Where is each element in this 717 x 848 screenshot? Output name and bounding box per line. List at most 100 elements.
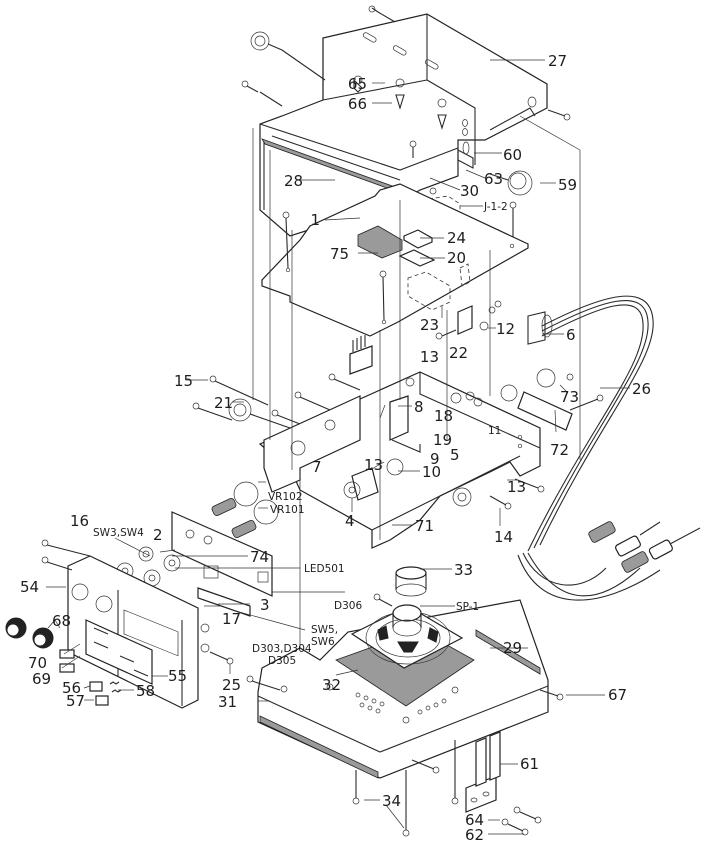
mic-connector — [228, 398, 291, 429]
label-26: 26 — [632, 380, 651, 398]
label-5: 5 — [450, 446, 460, 464]
label-24: 24 — [447, 229, 466, 247]
label-74: 74 — [250, 548, 269, 566]
main-pcb — [261, 183, 529, 337]
label-57: 57 — [66, 692, 85, 710]
shield-plate — [403, 229, 433, 249]
label-58: 58 — [136, 682, 155, 700]
fasteners-top — [241, 5, 571, 158]
label-62: 62 — [465, 826, 484, 844]
label-22: 22 — [449, 344, 468, 362]
top-cover — [259, 13, 548, 237]
button-69 — [59, 663, 75, 673]
label-12: 12 — [496, 320, 515, 338]
label-23: 23 — [420, 316, 439, 334]
label-2: 2 — [153, 526, 163, 544]
label-29: 29 — [503, 639, 522, 657]
label-31: 31 — [218, 693, 237, 711]
label-vr102: VR102 — [268, 491, 303, 503]
label-sp1: SP-1 — [456, 601, 479, 613]
button-cap-57 — [95, 695, 109, 706]
shield-plate-2 — [398, 249, 436, 267]
label-73: 73 — [560, 388, 579, 406]
label-68: 68 — [52, 612, 71, 630]
label-32: 32 — [322, 676, 341, 694]
leader-lines — [46, 59, 630, 835]
label-4: 4 — [345, 512, 355, 530]
antenna-clip — [386, 458, 404, 476]
label-d305: D305 — [268, 655, 296, 667]
label-8: 8 — [414, 398, 424, 416]
label-d306: D306 — [334, 600, 362, 612]
label-61: 61 — [520, 755, 539, 773]
label-10: 10 — [422, 463, 441, 481]
label-30: 30 — [460, 182, 479, 200]
label-d303-d304: D303,D304 — [252, 643, 312, 655]
front-pcb — [171, 511, 273, 597]
label-j1-2: J-1-2 — [483, 201, 508, 213]
rear-plate — [517, 391, 573, 431]
power-cord — [517, 295, 701, 601]
label-sw3-sw4: SW3,SW4 — [93, 527, 144, 539]
label-9: 9 — [430, 450, 440, 468]
label-13b: 13 — [364, 456, 383, 474]
label-20: 20 — [447, 249, 466, 267]
label-67: 67 — [608, 686, 627, 704]
label-sw6: SW6 — [311, 636, 335, 648]
label-13c: 13 — [507, 478, 526, 496]
label-34: 34 — [382, 792, 401, 810]
label-60: 60 — [503, 146, 522, 164]
label-70: 70 — [28, 654, 47, 672]
label-54: 54 — [20, 578, 39, 596]
label-55: 55 — [168, 667, 187, 685]
label-25: 25 — [222, 676, 241, 694]
label-28: 28 — [284, 172, 303, 190]
label-16: 16 — [70, 512, 89, 530]
label-71: 71 — [415, 517, 434, 535]
spring-58 — [109, 681, 122, 693]
label-69: 69 — [32, 670, 51, 688]
button-cap-56 — [89, 681, 103, 692]
button-70 — [59, 649, 75, 659]
label-19: 19 — [433, 431, 452, 449]
transistor-clip — [435, 263, 502, 340]
label-18: 18 — [434, 407, 453, 425]
label-1: 1 — [310, 211, 320, 229]
label-27: 27 — [548, 52, 567, 70]
heat-sink — [389, 395, 409, 441]
mounting-bracket — [465, 731, 542, 836]
label-13a: 13 — [420, 348, 439, 366]
foam-pad — [357, 225, 403, 259]
squelch-control — [231, 499, 279, 539]
speaker — [350, 604, 464, 669]
label-sw5-sw6: SW5,SW6 — [311, 624, 338, 648]
switch-bank — [197, 587, 251, 617]
chassis-screws — [192, 373, 604, 510]
label-75: 75 — [330, 245, 349, 263]
rear-nut — [536, 368, 556, 388]
label-sw5: SW5, — [311, 624, 338, 636]
bottom-screws — [352, 740, 459, 837]
label-11: 11 — [488, 425, 501, 437]
label-63: 63 — [484, 170, 503, 188]
label-3: 3 — [260, 596, 270, 614]
volume-control — [211, 481, 259, 517]
knob-68 — [5, 617, 54, 649]
vent-holes — [326, 683, 459, 724]
label-vr101: VR101 — [270, 504, 305, 516]
label-72: 72 — [550, 441, 569, 459]
label-64: 64 — [465, 811, 484, 829]
label-15: 15 — [174, 372, 193, 390]
label-59: 59 — [558, 176, 577, 194]
label-led501: LED501 — [304, 563, 345, 575]
label-56: 56 — [62, 679, 81, 697]
label-66: 66 — [348, 95, 367, 113]
label-65: 65 — [348, 75, 367, 93]
face-plate — [85, 619, 153, 685]
callout-labels: 27 65 66 60 63 59 28 30 J-1-2 1 24 75 20… — [20, 52, 651, 844]
label-6: 6 — [566, 326, 576, 344]
mounting-knob — [457, 149, 533, 196]
label-7: 7 — [312, 458, 322, 476]
